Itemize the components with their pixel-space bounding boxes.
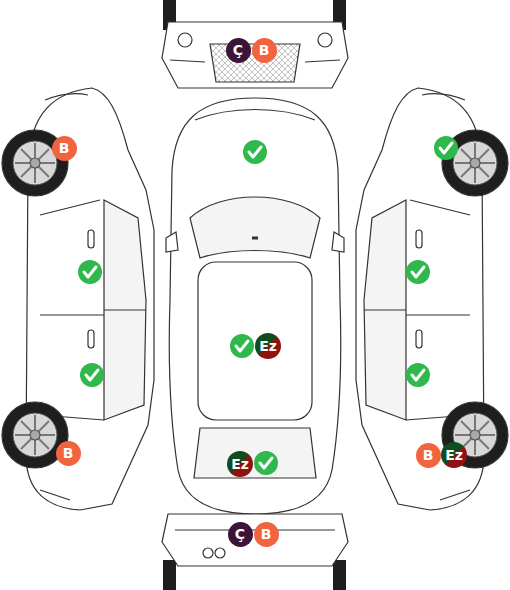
badge-letter: B (423, 448, 434, 462)
status-badge: Ç (228, 522, 253, 547)
badge-letter: Ç (233, 43, 243, 57)
status-badge: B (52, 136, 77, 161)
badge-letter: Ez (445, 448, 463, 462)
status-badge: B (252, 38, 277, 63)
status-badge: B (254, 522, 279, 547)
badge-letter: B (59, 141, 70, 155)
status-badge: B (416, 443, 441, 468)
status-badge: Ç (226, 38, 251, 63)
status-badge: B (56, 441, 81, 466)
status-badge: Ez (227, 451, 253, 477)
badge-letter: Ç (235, 527, 245, 541)
badge-letter: B (63, 446, 74, 460)
status-badge: Ez (255, 333, 281, 359)
badge-letter: Ez (259, 339, 277, 353)
status-badge: Ez (441, 442, 467, 468)
badge-letter: B (261, 527, 272, 541)
badge-letter: Ez (231, 457, 249, 471)
badge-letter: B (259, 43, 270, 57)
